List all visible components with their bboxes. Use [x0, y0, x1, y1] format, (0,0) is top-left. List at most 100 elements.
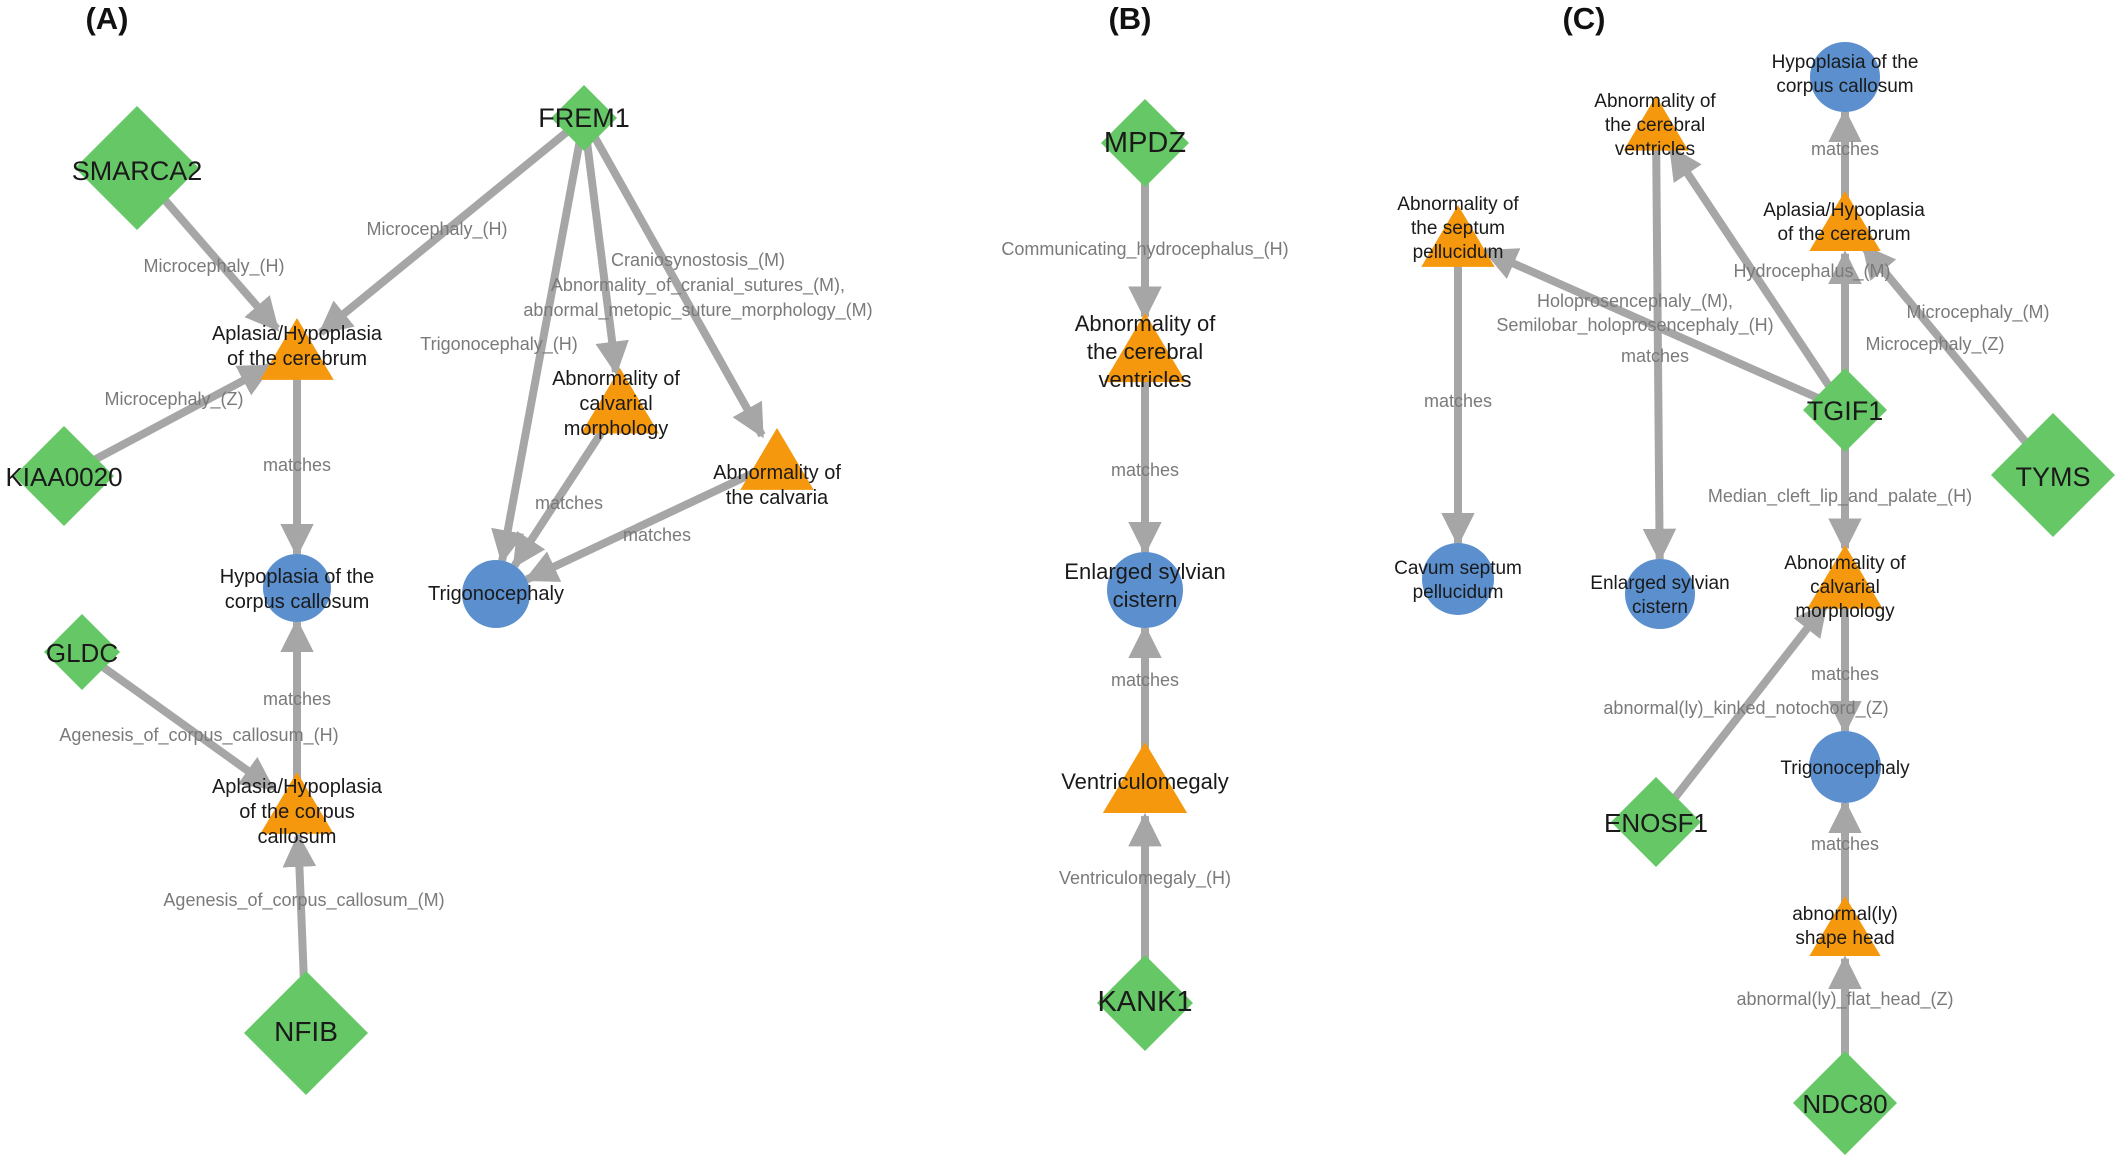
edge-label-c_aplasia_cerebrum-to-c_hypoplasia_cc: matches: [1811, 139, 1879, 159]
edge-label-line: Agenesis_of_corpus_callosum_(M): [163, 890, 444, 911]
edge-label-line: matches: [535, 493, 603, 513]
panel-label-b: (B): [1108, 1, 1151, 36]
node-label-line: of the cerebrum: [227, 348, 367, 370]
node-c_hypoplasia_cc[interactable]: Hypoplasia of the corpus callosum: [1772, 42, 1919, 112]
node-label-line: Aplasia/Hypoplasia: [212, 323, 383, 345]
node-label-line: Trigonocephaly: [1780, 758, 1910, 779]
node-a_trigonocephaly[interactable]: Trigonocephaly: [428, 560, 564, 628]
node-label-kank1: KANK1: [1097, 986, 1192, 1018]
edge-label-enosf1-to-c_calvarial_morph: abnormal(ly)_kinked_notochord_(Z): [1603, 698, 1888, 719]
edge-label-a_calvaria-to-a_trigonocephaly: matches: [623, 525, 691, 545]
node-nfib[interactable]: NFIB: [244, 971, 368, 1095]
node-label-line: Hypoplasia of the: [220, 566, 375, 588]
edge-enosf1-to-c_calvarial_morph: [1664, 602, 1829, 810]
node-label-line: ENOSF1: [1604, 808, 1708, 838]
edge-frem1-to-a_trigonocephaly: [491, 133, 585, 564]
phenotype-triangle-shape: [260, 772, 334, 834]
edge-label-b_cerebral_ventricles-to-b_sylvian: matches: [1111, 460, 1179, 480]
node-mpdz[interactable]: MPDZ: [1101, 99, 1189, 187]
node-label-line: Enlarged sylvian: [1590, 573, 1729, 594]
edge-label-line: matches: [1111, 460, 1179, 480]
node-label-line: Abnormality of: [552, 368, 680, 390]
node-label-line: KIAA0020: [5, 462, 122, 492]
node-label-line: calvarial: [1810, 577, 1880, 598]
edge-label-nfib-to-a_aplasia_cc: Agenesis_of_corpus_callosum_(M): [163, 890, 444, 911]
gene-diamond-shape: [1991, 413, 2115, 537]
edge-c_cerebral_ventricles-to-c_sylvian: [1642, 142, 1677, 563]
gene-diamond-shape: [1803, 368, 1887, 452]
edges-layer: [81, 108, 2040, 1072]
node-enosf1[interactable]: ENOSF1: [1604, 777, 1708, 867]
edge-label-c_calvarial_morph-to-c_trigonocephaly: matches: [1811, 664, 1879, 684]
node-label-line: ventricles: [1615, 139, 1695, 160]
node-label-b_ventriculomegaly: Ventriculomegaly: [1061, 769, 1229, 794]
node-label-line: Ventriculomegaly: [1061, 769, 1229, 794]
edge-label-a_aplasia_cc-to-a_hypoplasia_cc: matches: [263, 689, 331, 709]
node-label-line: the cerebral: [1087, 339, 1203, 364]
node-label-line: TGIF1: [1807, 396, 1884, 426]
edge-label-line: matches: [1811, 139, 1879, 159]
phenotype-triangle-shape: [1807, 545, 1883, 609]
node-label-line: Enlarged sylvian: [1064, 559, 1225, 584]
gene-diamond-shape: [1101, 99, 1189, 187]
node-label-c_hypoplasia_cc: Hypoplasia of the corpus callosum: [1772, 52, 1919, 97]
edge-label-line: matches: [1811, 834, 1879, 854]
node-label-line: GLDC: [46, 638, 118, 668]
node-tgif1[interactable]: TGIF1: [1803, 368, 1887, 452]
node-a_aplasia_cerebrum[interactable]: Aplasia/Hypoplasia of the cerebrum: [212, 318, 383, 380]
edge-labels-layer: Microcephaly_(H)Microcephaly_(H)Microcep…: [59, 139, 2049, 1010]
gene-diamond-shape: [244, 971, 368, 1095]
phenotype-circle-shape: [1809, 731, 1881, 803]
node-label-c_shape_head: abnormal(ly)shape head: [1792, 904, 1898, 949]
node-c_shape_head[interactable]: abnormal(ly)shape head: [1792, 896, 1898, 957]
phenotype-triangle-shape: [1809, 191, 1881, 252]
node-tyms[interactable]: TYMS: [1991, 413, 2115, 537]
node-a_hypoplasia_cc[interactable]: Hypoplasia of the corpus callosum: [220, 554, 375, 622]
node-label-kiaa0020: KIAA0020: [5, 462, 122, 492]
node-label-line: Abnormality of: [713, 462, 841, 484]
node-label-ndc80: NDC80: [1802, 1089, 1887, 1119]
edge-label-line: Semilobar_holoprosencephaly_(H): [1496, 315, 1773, 336]
node-frem1[interactable]: FREM1: [538, 85, 630, 151]
phenotype-circle-shape: [462, 560, 530, 628]
edge-label-b_ventriculomegaly-to-b_sylvian: matches: [1111, 670, 1179, 690]
node-label-line: Hypoplasia of the: [1772, 52, 1919, 73]
phenotype-triangle-shape: [740, 428, 814, 490]
node-gldc[interactable]: GLDC: [44, 614, 120, 690]
node-ndc80[interactable]: NDC80: [1793, 1051, 1897, 1155]
phenotype-circle-shape: [1625, 559, 1695, 629]
edge-label-line: Trigonocephaly_(H): [420, 334, 577, 355]
node-smarca2[interactable]: SMARCA2: [72, 106, 203, 230]
node-c_trigonocephaly[interactable]: Trigonocephaly: [1780, 731, 1910, 803]
node-label-line: NFIB: [274, 1016, 338, 1047]
node-kank1[interactable]: KANK1: [1097, 955, 1193, 1051]
node-b_ventriculomegaly[interactable]: Ventriculomegaly: [1061, 742, 1229, 813]
edge-label-a_aplasia_cerebrum-to-a_hypoplasia_cc: matches: [263, 455, 331, 475]
node-label-line: morphology: [564, 418, 669, 440]
node-kiaa0020[interactable]: KIAA0020: [5, 426, 123, 526]
node-label-line: corpus callosum: [1776, 76, 1913, 97]
edge-label-tgif1-to-c_aplasia_cerebrum: Microcephaly_(M): [1906, 302, 2049, 323]
node-label-line: corpus callosum: [225, 591, 370, 613]
edge-label-line: Agenesis_of_corpus_callosum_(H): [59, 725, 338, 746]
node-label-line: pellucidum: [1413, 582, 1504, 603]
node-label-line: KANK1: [1097, 986, 1192, 1018]
